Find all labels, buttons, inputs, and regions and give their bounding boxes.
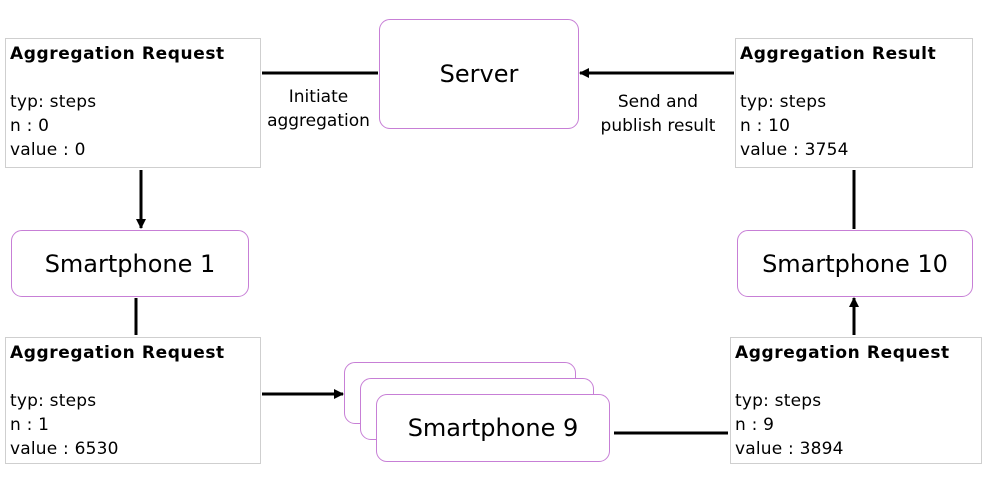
message-title: Aggregation Result [740, 44, 937, 64]
message-n: n : 0 [10, 116, 50, 136]
smartphone-10-node: Smartphone 10 [737, 230, 973, 297]
smartphone-1-node: Smartphone 1 [11, 230, 249, 297]
aggregation-request-0: Aggregation Request typ: steps n : 0 val… [5, 38, 261, 168]
smartphone-1-label: Smartphone 1 [44, 249, 216, 278]
message-n: n : 1 [10, 415, 50, 435]
aggregation-result: Aggregation Result typ: steps n : 10 val… [735, 38, 973, 168]
smartphone-10-label: Smartphone 10 [762, 249, 948, 278]
publish-label-line-2: publish result [600, 116, 716, 136]
message-value: value : 3894 [735, 439, 844, 459]
message-typ: typ: steps [740, 92, 827, 112]
message-typ: typ: steps [10, 92, 97, 112]
publish-label-line-1: Send and [617, 92, 699, 112]
message-n: n : 9 [735, 415, 775, 435]
initiate-label-line-1: Initiate [288, 87, 349, 107]
message-n: n : 10 [740, 116, 791, 136]
initiate-aggregation-label: Initiate aggregation [256, 85, 381, 133]
send-publish-result-label: Send and publish result [588, 90, 728, 138]
aggregation-request-9: Aggregation Request typ: steps n : 9 val… [730, 337, 982, 464]
message-typ: typ: steps [735, 391, 822, 411]
initiate-label-line-2: aggregation [267, 111, 370, 131]
message-value: value : 0 [10, 140, 86, 160]
smartphone-9-node: Smartphone 9 [376, 394, 610, 462]
message-value: value : 3754 [740, 140, 849, 160]
message-title: Aggregation Request [10, 44, 225, 64]
aggregation-request-1: Aggregation Request typ: steps n : 1 val… [5, 337, 261, 464]
message-value: value : 6530 [10, 439, 119, 459]
message-typ: typ: steps [10, 391, 97, 411]
message-title: Aggregation Request [10, 343, 225, 363]
message-title: Aggregation Request [735, 343, 950, 363]
smartphone-9-label: Smartphone 9 [407, 414, 579, 442]
server-node: Server [379, 19, 579, 129]
server-label: Server [439, 60, 519, 88]
